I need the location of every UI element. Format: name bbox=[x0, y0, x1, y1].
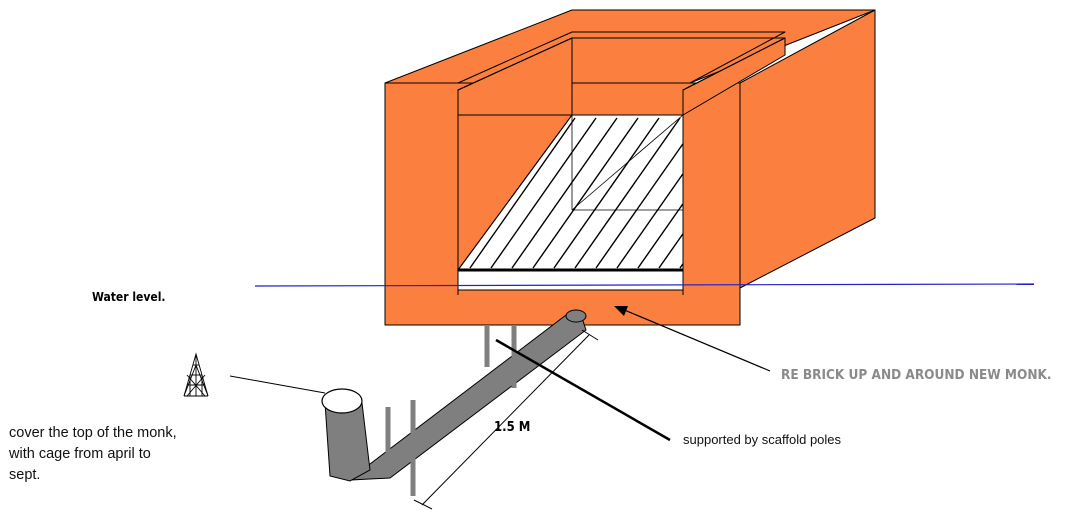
pipe-top-opening bbox=[321, 388, 363, 414]
cover-note-line3: sept. bbox=[9, 467, 40, 483]
cage-leader bbox=[229, 375, 326, 394]
hatch-line bbox=[553, 117, 660, 269]
hatch-line bbox=[658, 233, 684, 269]
dimension-tick-bottom bbox=[413, 499, 433, 510]
scaffold-leader bbox=[495, 338, 671, 442]
inner-outline-left bbox=[457, 37, 573, 295]
pipe-vertical bbox=[324, 402, 371, 482]
rebrick-arrow-line bbox=[621, 308, 771, 372]
screen-grating bbox=[457, 114, 684, 291]
length-label: 1.5 M bbox=[494, 420, 530, 435]
grating-floor bbox=[457, 269, 684, 291]
hatch-line bbox=[469, 117, 576, 269]
cover-note-line1: cover the top of the monk, bbox=[9, 425, 177, 441]
rebrick-arrow-head bbox=[614, 306, 628, 316]
mesh-cage-icon bbox=[183, 352, 209, 397]
water-level-line bbox=[254, 283, 1035, 287]
hatch-line bbox=[490, 117, 597, 269]
hatch-line bbox=[679, 263, 684, 269]
outlet-pipe bbox=[321, 309, 587, 482]
water-level-label: Water level. bbox=[92, 290, 166, 304]
hatch-line bbox=[511, 117, 618, 269]
scaffold-label: supported by scaffold poles bbox=[683, 432, 842, 447]
hatch-line bbox=[595, 143, 684, 269]
leaders bbox=[229, 306, 771, 442]
pipe-diagonal bbox=[348, 311, 587, 481]
cover-note-line2: with cage from april to bbox=[8, 446, 151, 462]
grating-hatch bbox=[469, 117, 684, 269]
scaffold-poles bbox=[385, 326, 517, 496]
hatch-line bbox=[574, 117, 681, 269]
dimension-tick-top bbox=[581, 329, 599, 341]
pipe-inlet bbox=[565, 309, 587, 323]
dimension-line bbox=[413, 329, 599, 510]
dimension-main bbox=[421, 334, 590, 506]
hatch-line bbox=[616, 173, 684, 269]
hatch-line bbox=[637, 203, 684, 269]
rebrick-label: RE BRICK UP AND AROUND NEW MONK. bbox=[781, 367, 1052, 383]
grating-diag bbox=[457, 114, 573, 271]
hatch-line bbox=[532, 117, 639, 269]
